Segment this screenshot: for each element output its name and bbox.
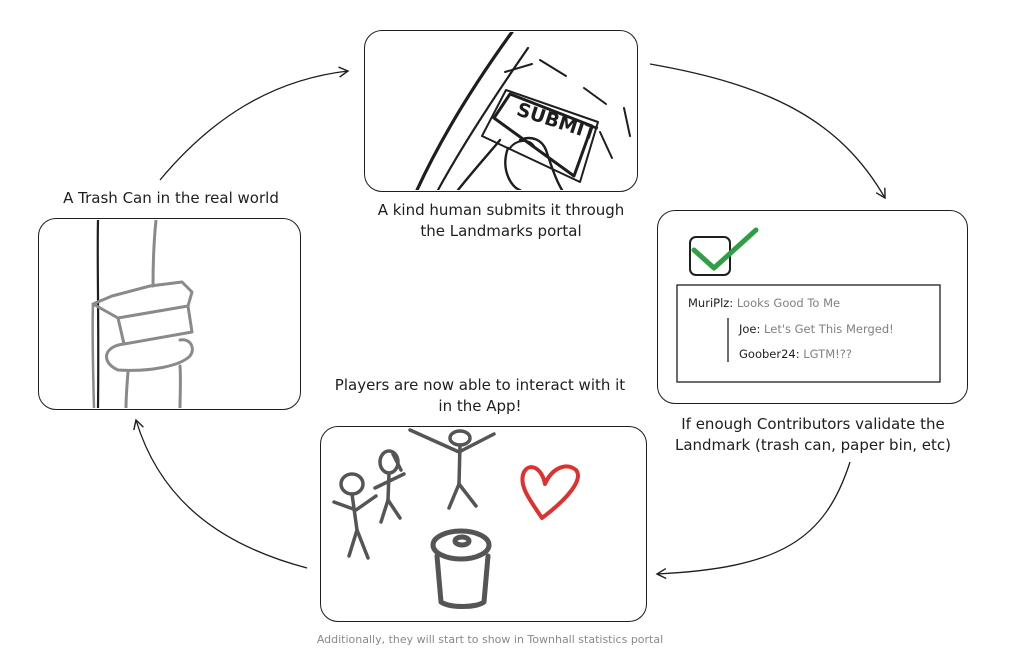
- arrow-to-submit: [159, 66, 350, 181]
- submit-sketch: [415, 32, 631, 190]
- arrow-to-app: [655, 461, 851, 580]
- players-sketch: [332, 428, 496, 560]
- footnote: Additionally, they will start to show in…: [316, 633, 664, 646]
- label-players-line1: Players are now able to interact with it: [334, 376, 626, 394]
- heart-icon: [520, 464, 580, 520]
- comment-text: Let's Get This Merged!: [764, 322, 894, 336]
- submit-panel: [364, 30, 638, 192]
- comment-author: Goober24:: [739, 347, 800, 361]
- arrow-to-trash-can: [133, 418, 308, 569]
- label-validate-line1: If enough Contributors validate the: [681, 415, 945, 433]
- arrow-to-validation: [649, 63, 886, 200]
- label-real-world: A Trash Can in the real world: [63, 189, 279, 207]
- review-box: [676, 284, 941, 383]
- comment-author: Joe:: [739, 322, 761, 336]
- validation-panel: [657, 210, 968, 404]
- label-submit-line2: the Landmarks portal: [420, 222, 582, 240]
- trash-can-sketch: [91, 220, 194, 408]
- label-submit-line1: A kind human submits it through: [377, 201, 625, 219]
- app-trash-can: [430, 528, 492, 609]
- check-icon: [691, 227, 759, 271]
- comment-text: Looks Good To Me: [736, 296, 841, 310]
- label-validate-line2: Landmark (trash can, paper bin, etc): [674, 436, 951, 454]
- comment-row: Goober24: LGTM!??: [739, 347, 852, 361]
- comment-text: LGTM!??: [803, 347, 852, 361]
- label-players-line2: in the App!: [438, 397, 522, 415]
- comment-row: MuriPlz: Looks Good To Me: [688, 296, 840, 310]
- comment-row: Joe: Let's Get This Merged!: [739, 322, 894, 336]
- comment-author: MuriPlz:: [688, 296, 734, 310]
- trash-can-panel: [38, 218, 301, 410]
